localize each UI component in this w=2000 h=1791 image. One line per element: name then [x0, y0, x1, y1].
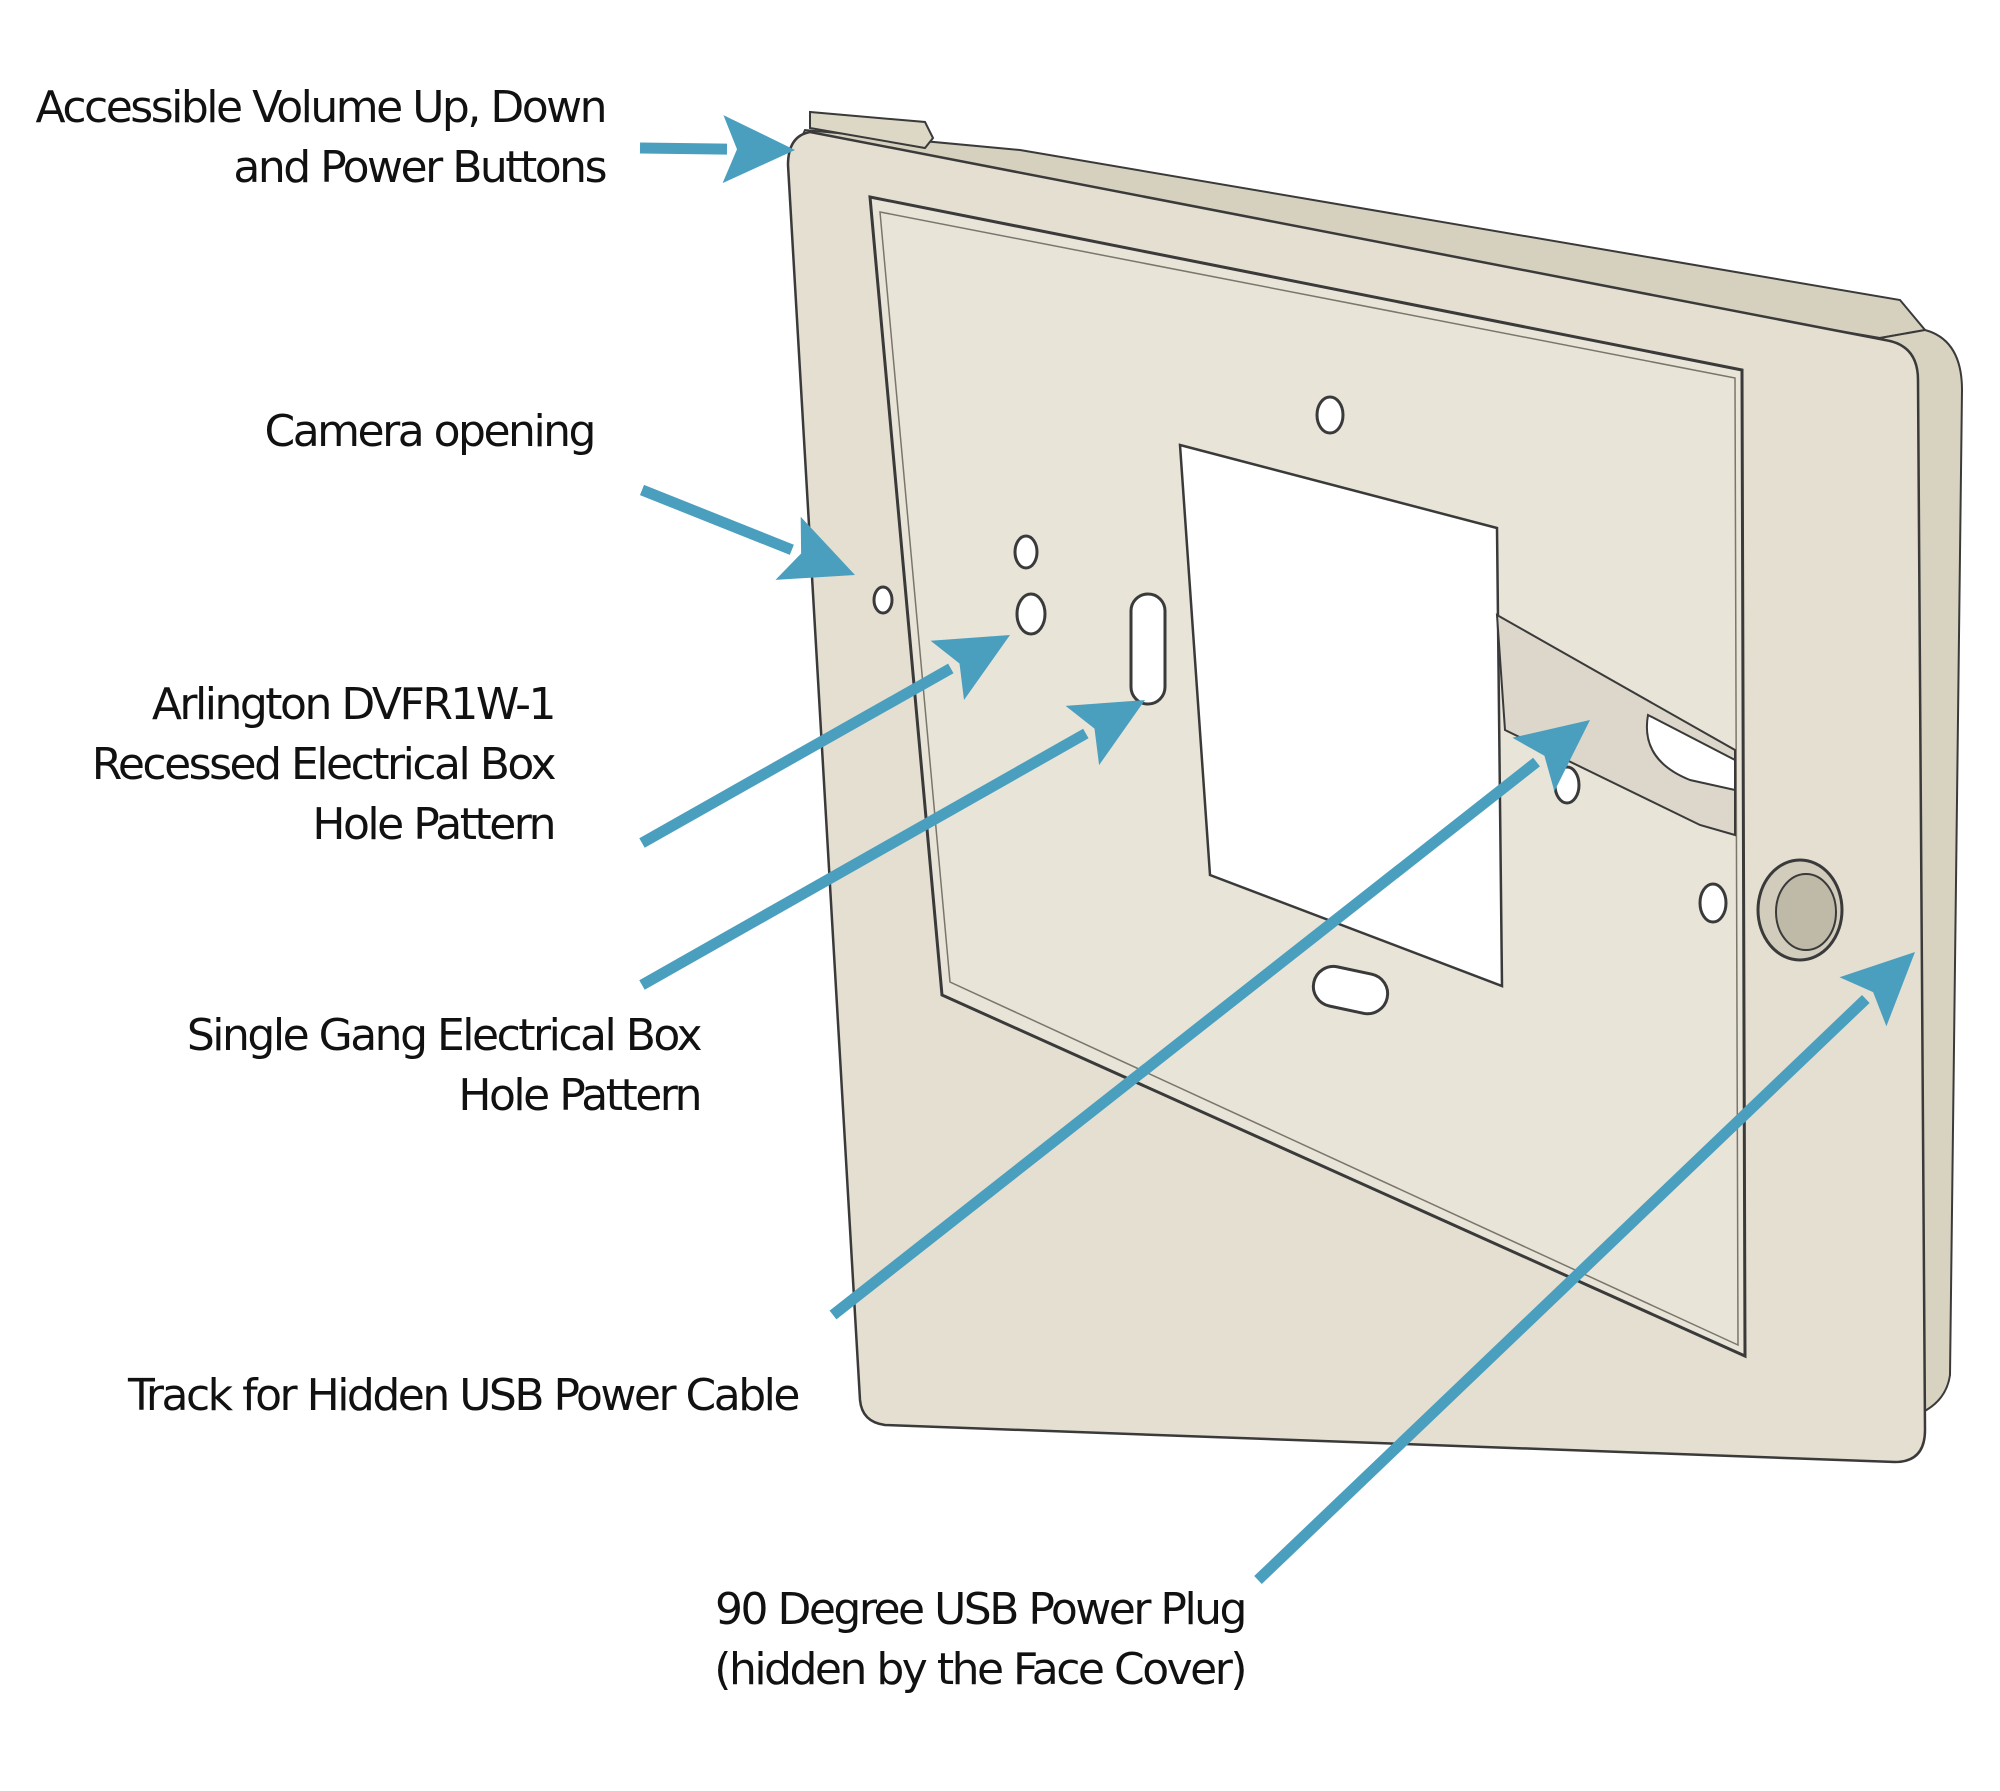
- callout-single-gang: Single Gang Electrical Box Hole Pattern: [186, 1006, 703, 1126]
- single-gang-slot-bottom: [1311, 964, 1390, 1016]
- lower-right-screw-hole: [1698, 882, 1728, 924]
- callout-usb-track-line-1: Track for Hidden USB Power Cable: [128, 1370, 800, 1421]
- arrow-usb-plug-head: [1839, 952, 1915, 1027]
- callout-camera-line-1: Camera opening: [264, 406, 596, 457]
- usb-cable-track: [1495, 613, 1736, 837]
- callout-usb-plug-line-2: (hidden by the Face Cover): [714, 1644, 1247, 1695]
- callout-arlington-line-1: Arlington DVFR1W-1: [151, 679, 557, 730]
- arrow-usb-track-head: [1512, 720, 1590, 792]
- callout-buttons-line-2: and Power Buttons: [233, 142, 607, 193]
- callout-single-gang-line-1: Single Gang Electrical Box: [186, 1010, 703, 1061]
- arlington-hole-lower: [1015, 592, 1047, 636]
- arrow-single-gang-head: [1065, 700, 1145, 766]
- callout-usb-plug-line-1: 90 Degree USB Power Plug: [714, 1584, 1248, 1635]
- callout-arlington-line-3: Hole Pattern: [312, 799, 556, 850]
- arrow-camera-shaft: [639, 484, 794, 555]
- button-notch: [809, 110, 935, 150]
- arrow-buttons-shaft: [639, 142, 728, 155]
- recess-inner-wall: [879, 211, 1739, 1347]
- arrow-single-gang-shaft: [639, 728, 1089, 990]
- usb-plug-hole-inner: [1775, 873, 1837, 951]
- arrow-usb-track-shaft: [829, 757, 1540, 1320]
- callout-usb-plug: 90 Degree USB Power Plug (hidden by the …: [714, 1580, 1248, 1700]
- top-screw-hole: [1315, 395, 1345, 435]
- callout-camera: Camera opening: [264, 402, 596, 462]
- arlington-hole-upper: [1013, 534, 1039, 570]
- callout-arrows: [639, 115, 1915, 1584]
- single-gang-slot-left: [1129, 592, 1167, 706]
- callout-usb-track: Track for Hidden USB Power Cable: [128, 1366, 800, 1426]
- arrow-camera-head: [775, 516, 855, 580]
- callout-buttons-line-1: Accessible Volume Up, Down: [35, 82, 608, 133]
- callout-arlington-line-2: Recessed Electrical Box: [91, 739, 557, 790]
- camera-hole: [872, 585, 894, 615]
- arrow-usb-plug-shaft: [1254, 995, 1870, 1584]
- callout-buttons: Accessible Volume Up, Down and Power But…: [35, 78, 608, 198]
- arrow-arlington-head: [930, 635, 1010, 700]
- callout-arlington: Arlington DVFR1W-1 Recessed Electrical B…: [91, 675, 557, 855]
- callout-single-gang-line-2: Hole Pattern: [458, 1070, 702, 1121]
- arrow-arlington-shaft: [639, 663, 954, 848]
- arrow-buttons-head: [722, 115, 795, 184]
- usb-track-notch: [1645, 713, 1736, 792]
